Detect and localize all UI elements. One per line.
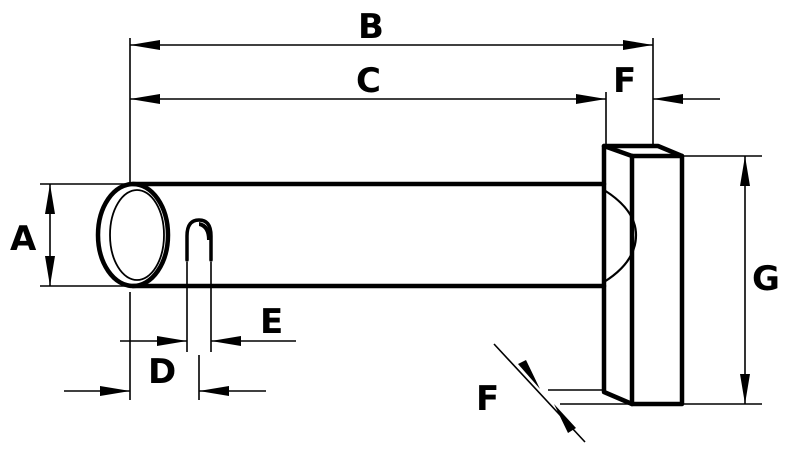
dimension-a — [45, 184, 55, 286]
label-c: C — [356, 61, 381, 101]
label-g: G — [752, 259, 780, 299]
dimension-b — [130, 40, 653, 50]
dimension-d — [64, 386, 266, 396]
label-b: B — [358, 7, 384, 47]
pin-head — [601, 143, 685, 407]
label-a: A — [10, 219, 37, 259]
pin-end-face — [95, 181, 171, 289]
extension-lines — [40, 38, 762, 405]
dimension-c — [130, 94, 606, 104]
label-d: D — [148, 352, 176, 392]
dimension-g — [740, 156, 750, 404]
label-f-top: F — [613, 61, 636, 101]
label-f-bottom: F — [476, 379, 499, 419]
dimension-f-top — [653, 94, 720, 104]
cross-hole — [185, 218, 213, 262]
dimension-f-bottom — [493, 343, 586, 443]
dimension-e — [120, 336, 296, 346]
label-e: E — [260, 302, 283, 342]
